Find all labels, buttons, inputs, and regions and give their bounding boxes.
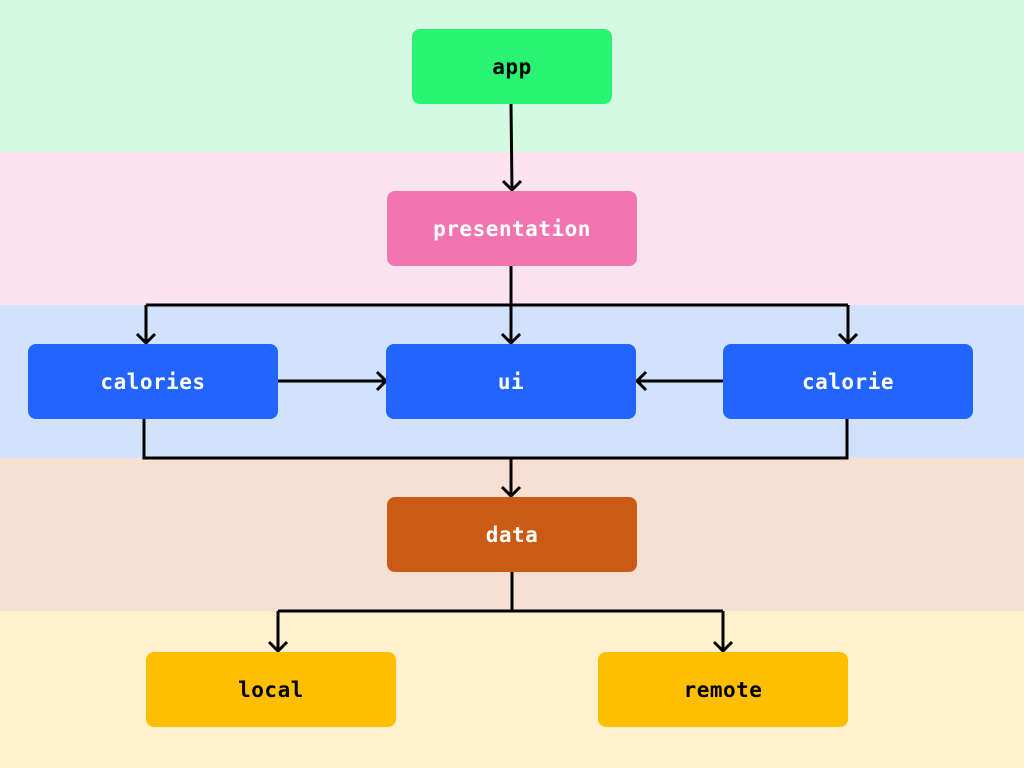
node-data-label: data	[485, 522, 539, 547]
node-calorie[interactable]: calorie	[723, 344, 973, 419]
node-calories-label: calories	[100, 369, 206, 394]
node-app-label: app	[492, 54, 532, 79]
node-local[interactable]: local	[146, 652, 396, 727]
edge-presentation-ui	[500, 305, 522, 346]
node-data[interactable]: data	[387, 497, 637, 572]
node-remote[interactable]: remote	[598, 652, 848, 727]
node-presentation[interactable]: presentation	[387, 191, 637, 266]
edge-calorie-ui	[634, 370, 723, 392]
node-calorie-label: calorie	[801, 369, 894, 394]
node-remote-label: remote	[683, 677, 763, 702]
node-ui[interactable]: ui	[386, 344, 636, 419]
edge-app-presentation	[501, 103, 523, 193]
edge-features-data	[142, 419, 849, 499]
node-app[interactable]: app	[412, 29, 612, 104]
node-ui-label: ui	[497, 369, 525, 394]
edge-presentation-calorie	[837, 305, 859, 346]
edge-data-local	[267, 611, 289, 654]
edge-presentation-branch	[146, 266, 848, 307]
edge-data-branch	[278, 572, 723, 613]
edge-presentation-calories	[135, 305, 157, 346]
node-local-label: local	[238, 677, 304, 702]
edge-data-remote	[712, 611, 734, 654]
node-presentation-label: presentation	[433, 216, 591, 241]
edge-calories-ui	[278, 370, 389, 392]
node-calories[interactable]: calories	[28, 344, 278, 419]
